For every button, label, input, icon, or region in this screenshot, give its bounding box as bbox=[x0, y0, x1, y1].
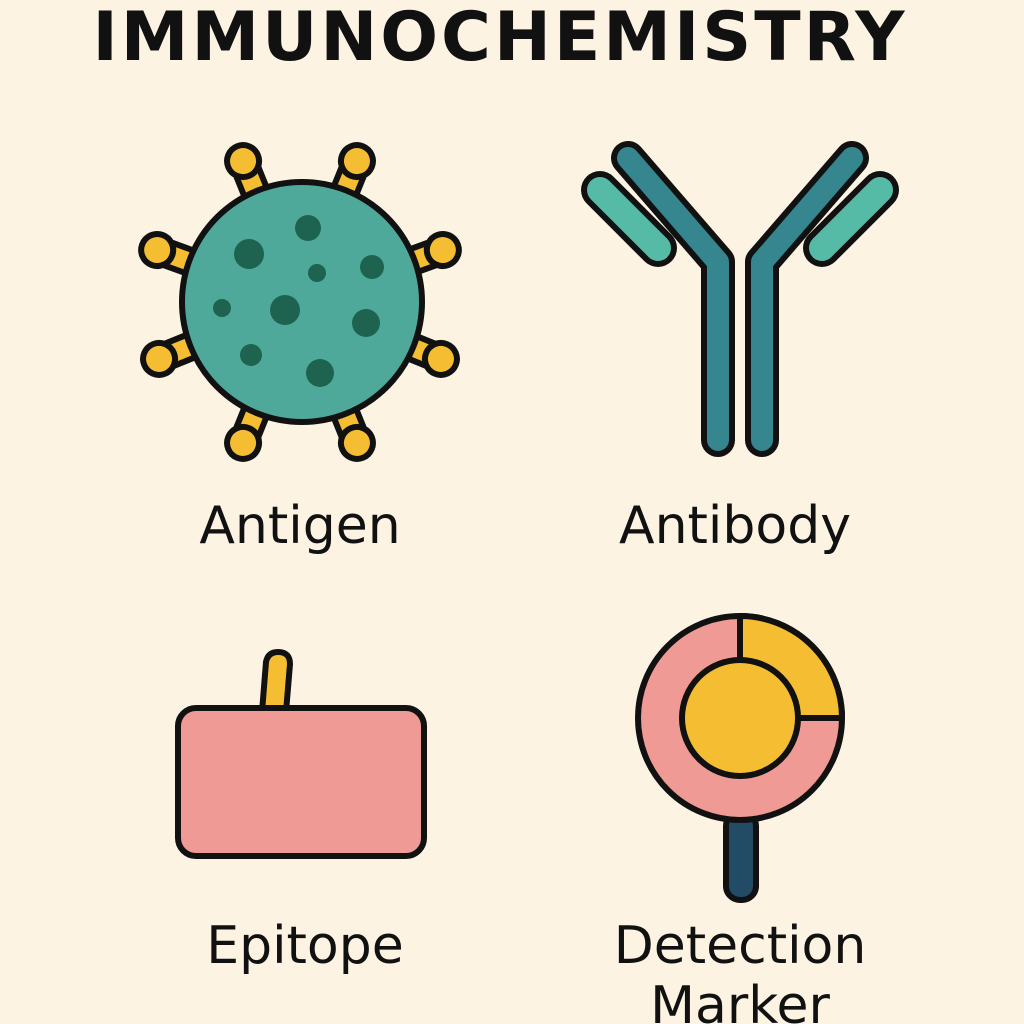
page-title: IMMUNOCHEMISTRY bbox=[92, 0, 908, 77]
antibody-light-chain-right bbox=[803, 171, 899, 267]
label-detection-marker: Detection Marker bbox=[613, 916, 867, 1024]
label-antibody: Antibody bbox=[619, 496, 851, 556]
antigen-spots bbox=[213, 215, 384, 387]
epitope-block bbox=[175, 705, 427, 859]
epitope-tab bbox=[259, 649, 293, 715]
antibody-light-chain-left bbox=[581, 171, 677, 267]
label-epitope: Epitope bbox=[206, 916, 404, 976]
label-antigen: Antigen bbox=[199, 496, 401, 556]
antibody-heavy-chain-left bbox=[611, 141, 735, 457]
antibody-heavy-chain-right bbox=[745, 141, 869, 457]
marker-handle bbox=[723, 809, 759, 903]
marker-inner-disc bbox=[679, 657, 801, 779]
